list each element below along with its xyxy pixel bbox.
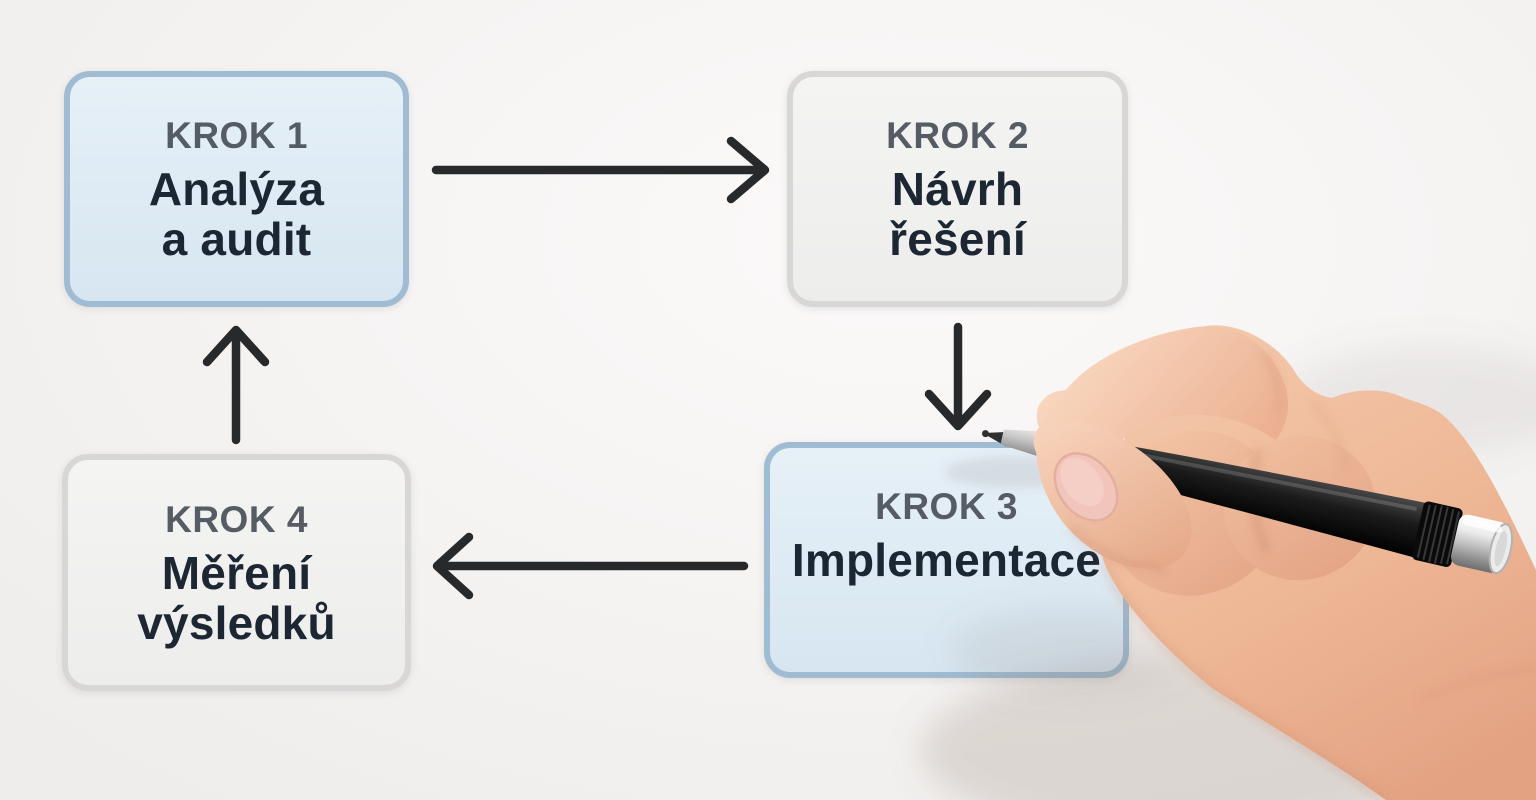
arrow-down-icon <box>924 322 992 431</box>
step-box-krok-2: KROK 2 Návrh řešení <box>787 71 1128 307</box>
hand-back <box>1095 325 1536 800</box>
step-label: KROK 4 <box>165 498 308 540</box>
arrow-left-icon <box>432 532 749 600</box>
step-title-line2: výsledků <box>137 596 336 649</box>
step-box-krok-1: KROK 1 Analýza a audit <box>64 71 409 307</box>
step-box-krok-4: KROK 4 Měření výsledků <box>62 454 411 691</box>
arrow-up-icon <box>202 325 270 445</box>
step-title-line1: Měření <box>161 546 312 599</box>
step-box-krok-3: KROK 3 Implementace <box>764 442 1129 678</box>
step-title-line1: Analýza <box>148 163 325 215</box>
step-label: KROK 3 <box>875 486 1018 527</box>
index-finger <box>1036 326 1289 451</box>
step-title-line1: Návrh <box>891 163 1024 215</box>
step-label: KROK 2 <box>886 115 1029 156</box>
step-title-line2: a audit <box>161 213 312 265</box>
arrow-right-icon <box>431 136 770 204</box>
pen-cap-chrome <box>1450 514 1514 575</box>
step-title-line2: řešení <box>889 213 1026 265</box>
step-title-line1: Implementace <box>791 534 1102 586</box>
pen-grip-ribbed <box>1412 501 1463 567</box>
step-label: KROK 1 <box>165 115 308 156</box>
skin-creases <box>1100 398 1536 800</box>
